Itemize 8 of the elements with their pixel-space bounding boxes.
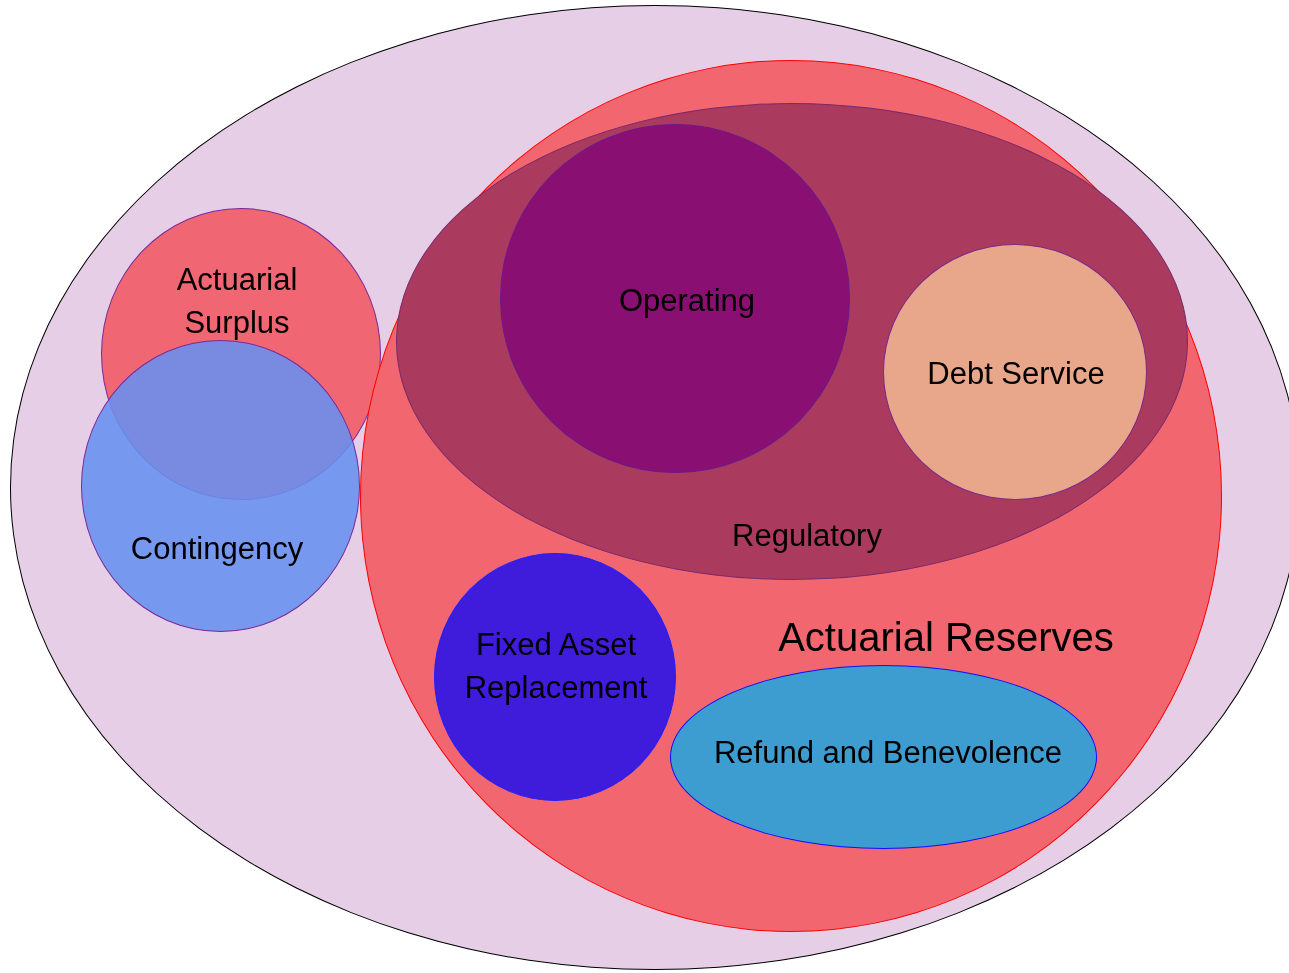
node-label: Debt Service	[926, 355, 1106, 394]
node-label: Operating	[617, 282, 757, 321]
node-label: Actuarial Surplus	[175, 260, 299, 342]
node-label: Fixed Asset Replacement	[463, 625, 649, 707]
node-label: Contingency	[129, 530, 305, 569]
node-label: Refund and Benevolence	[712, 734, 1064, 773]
node-label: Regulatory	[731, 517, 883, 556]
node-label: Actuarial Reserves	[777, 614, 1115, 661]
